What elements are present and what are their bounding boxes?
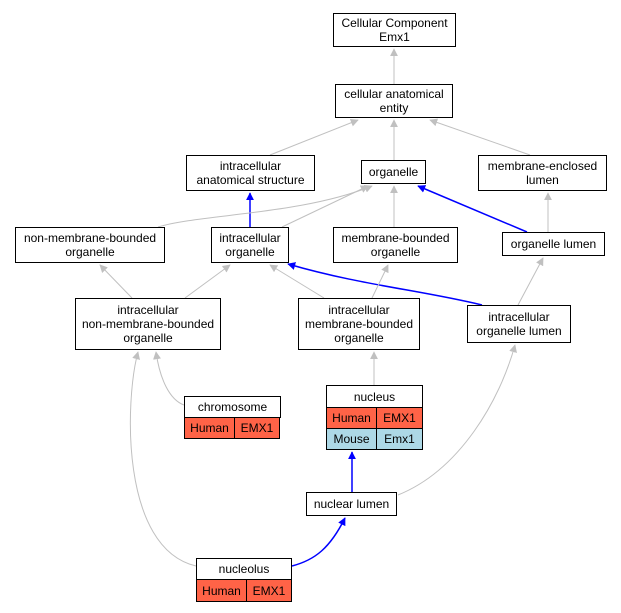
edge-nuo-to-nl xyxy=(291,517,346,567)
edge-iol-to-ol xyxy=(517,257,544,306)
node-label-line: entity xyxy=(379,101,409,115)
species-cell-human: Human xyxy=(196,579,247,602)
node-label-line: Cellular Component xyxy=(341,16,448,30)
species-cell-human: Human xyxy=(184,417,235,439)
node-label-line: nucleolus xyxy=(218,562,270,576)
annotation-row-nucleus-human: Human EMX1 xyxy=(326,407,423,429)
node-label-line: nuclear lumen xyxy=(313,497,390,511)
node-label-line: membrane-bounded xyxy=(341,231,450,245)
node-nucleolus[interactable]: nucleolus xyxy=(196,558,292,580)
node-label-line: intracellular xyxy=(328,303,390,317)
node-label-line: cellular anatomical xyxy=(344,87,444,101)
edge-imbo-to-mbo xyxy=(371,264,389,299)
edges-layer xyxy=(99,48,552,567)
annotation-row-chromosome-human: Human EMX1 xyxy=(184,417,281,439)
node-label-line: non-membrane-bounded xyxy=(81,317,215,331)
edge-imbo-to-io xyxy=(269,264,325,299)
node-label-line: nucleus xyxy=(353,389,396,404)
node-label-line: organelle xyxy=(65,245,115,259)
annotation-row-nucleolus-human: Human EMX1 xyxy=(196,579,292,602)
node-label-line: intracellular xyxy=(219,159,282,173)
node-label-line: membrane-bounded xyxy=(304,317,414,331)
node-label-line: membrane-enclosed xyxy=(487,159,598,173)
node-label-line: organelle lumen xyxy=(476,324,562,338)
node-label-line: chromosome xyxy=(197,400,268,414)
node-nuclear-lumen[interactable]: nuclear lumen xyxy=(306,492,397,516)
node-label-line: Emx1 xyxy=(379,30,410,44)
edge-nuo-to-inmbo xyxy=(129,351,197,567)
edge-mel-to-cae xyxy=(429,118,531,156)
edge-nmbo-to-org xyxy=(157,184,373,228)
node-label-line: lumen xyxy=(526,173,559,187)
node-label-line: organelle xyxy=(123,331,173,345)
node-label-line: organelle lumen xyxy=(510,237,597,251)
node-label-line: non-membrane-bounded xyxy=(23,231,157,245)
annotation-row-nucleus-mouse: Mouse Emx1 xyxy=(326,428,423,450)
node-label-line: organelle xyxy=(370,245,421,259)
node-label-line: anatomical structure xyxy=(196,173,305,187)
gene-cell-emx1: EMX1 xyxy=(246,579,292,602)
node-label-line: intracellular xyxy=(219,231,281,245)
gene-cell-emx1: EMX1 xyxy=(376,407,423,429)
node-label-line: intracellular xyxy=(488,310,550,324)
node-label-line: organelle xyxy=(225,245,275,259)
edge-inmbo-to-io xyxy=(184,264,231,299)
edge-inmbo-to-nmbo xyxy=(99,264,133,299)
edge-nl-to-iol xyxy=(397,344,517,496)
node-label-line: organelle xyxy=(368,165,419,179)
node-label-line: organelle xyxy=(334,331,384,345)
node-organelle-lumen[interactable]: organelle lumen xyxy=(502,232,605,256)
edge-iol-to-io xyxy=(287,262,483,306)
node-nucleus[interactable]: nucleus xyxy=(326,385,423,408)
node-label-line: intracellular xyxy=(117,303,179,317)
edge-io-to-org xyxy=(281,185,369,228)
edge-chr-to-inmbo xyxy=(153,351,185,406)
species-cell-human: Human xyxy=(326,407,377,429)
edge-ias-to-cae xyxy=(269,118,359,156)
edge-ol-to-org xyxy=(417,185,528,233)
node-chromosome[interactable]: chromosome xyxy=(184,396,281,418)
node-organelle[interactable]: organelle xyxy=(361,160,426,184)
gene-cell-emx1: EMX1 xyxy=(234,417,280,439)
species-cell-mouse: Mouse xyxy=(326,428,377,450)
gene-cell-emx1-mouse: Emx1 xyxy=(376,428,423,450)
